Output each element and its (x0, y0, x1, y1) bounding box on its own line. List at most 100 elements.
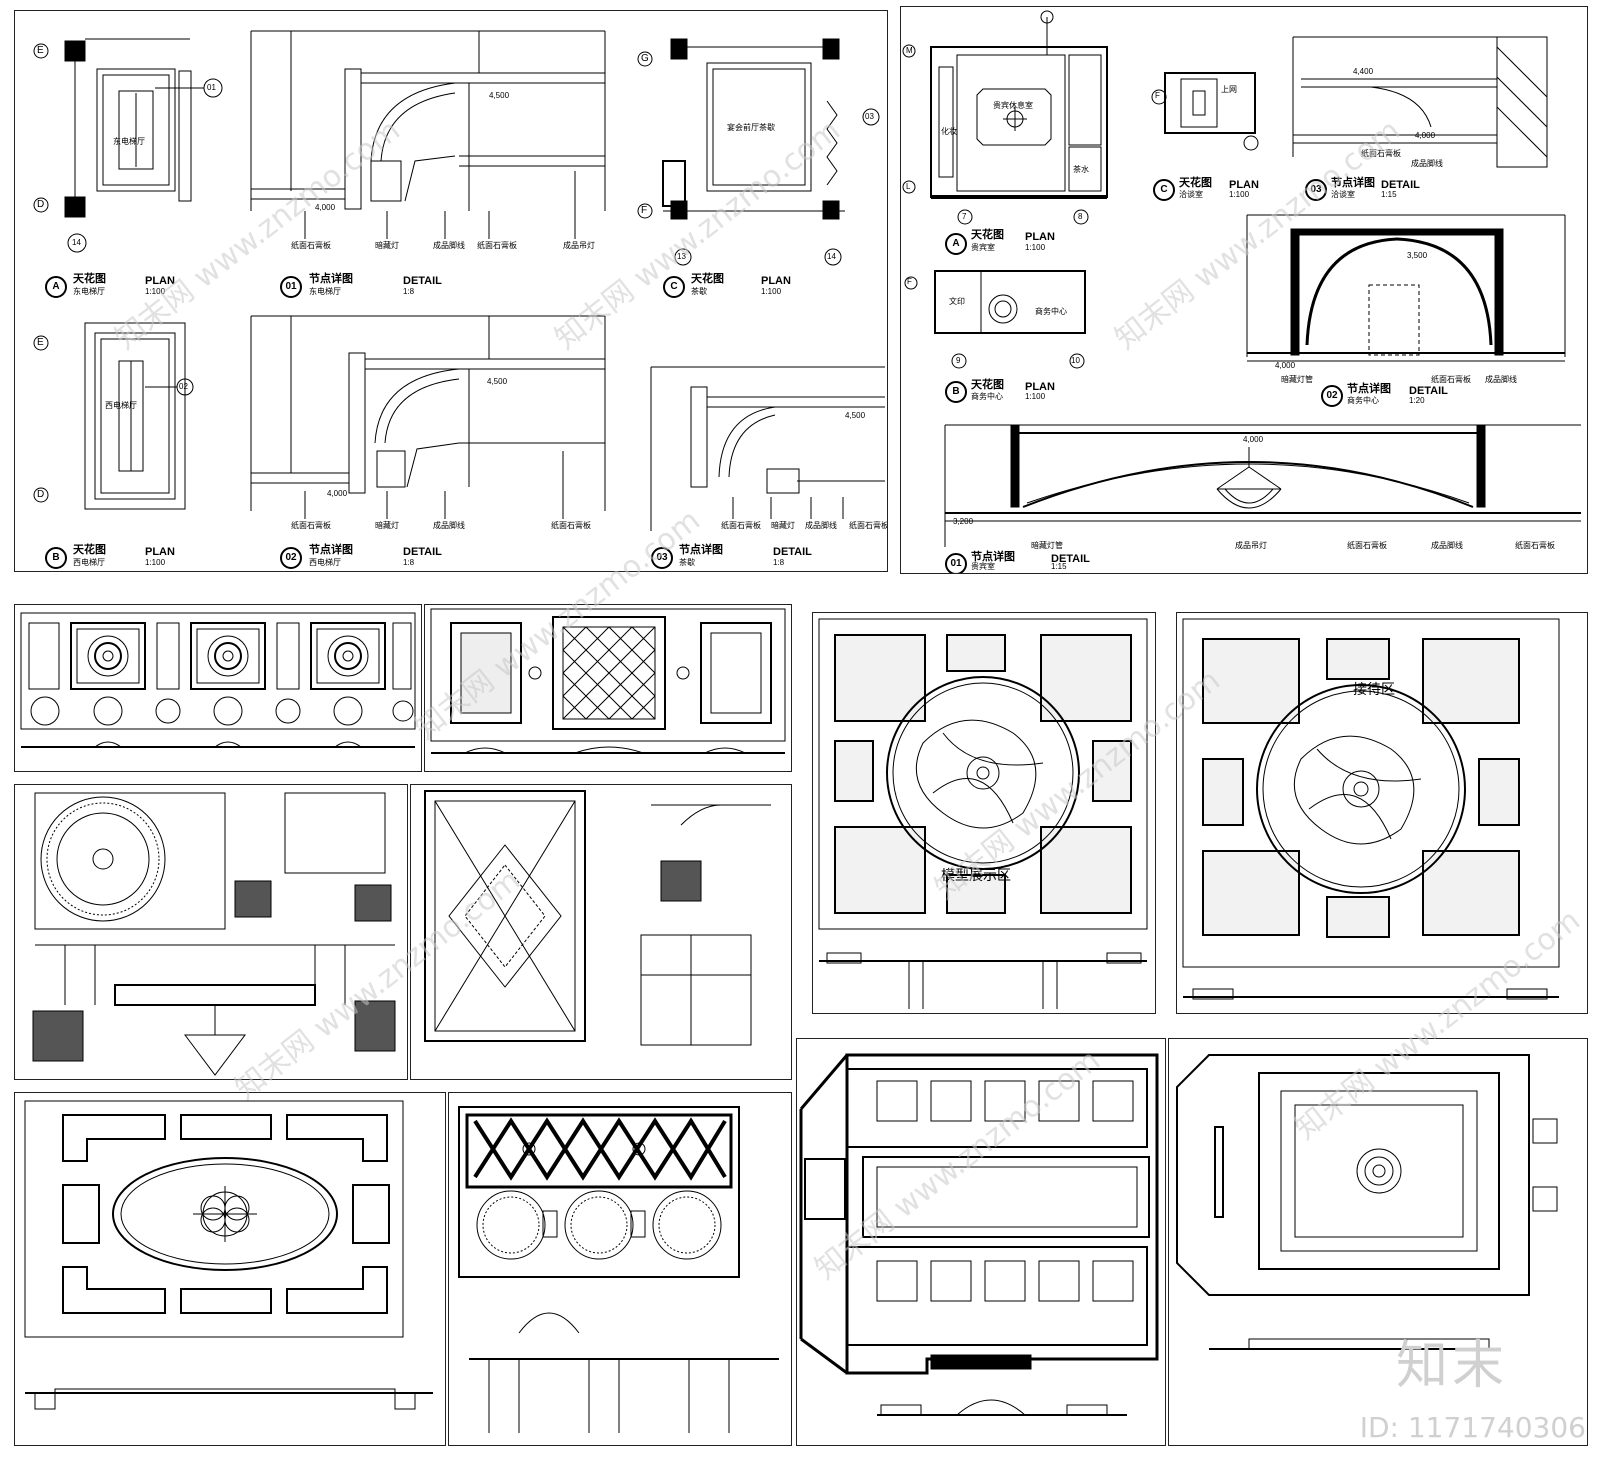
detail-03-title: 节点详图 (679, 544, 723, 556)
s2-plan-a-badge: A (945, 233, 967, 255)
drawing-corridor-ceiling (796, 1038, 1166, 1446)
makeup-room-label: 化妆 (941, 127, 957, 136)
s2-plan-b-title: 天花图 (971, 379, 1004, 391)
s2-plan-a-scale: 1:100 (1025, 243, 1046, 252)
toilet-label: 上网 (1221, 85, 1237, 94)
s2-plan-c-en: PLAN (1229, 179, 1259, 191)
d01-level-4500: 4,500 (489, 91, 510, 100)
s2-d01-note-board-2: 纸面石膏板 (1515, 541, 1555, 550)
medallion-strip-linework (20, 612, 416, 748)
d02-level-4000: 4,000 (327, 489, 348, 498)
sheet1-linework (33, 30, 885, 531)
s2-grid-9: 9 (956, 356, 961, 365)
s2-plan-b-badge: B (945, 381, 967, 403)
drawing-reception-area: 接待区 (1176, 612, 1588, 1014)
s2-d01-note-board: 纸面石膏板 (1347, 541, 1387, 550)
s2-plan-c-scale: 1:100 (1229, 190, 1250, 199)
s2-d03-level-4400: 4,400 (1353, 67, 1374, 76)
detail-01-sub: 东电梯厅 (309, 287, 341, 296)
d02-level-4500: 4,500 (487, 377, 508, 386)
drawing-hall-ceiling (1168, 1038, 1588, 1446)
s2-d02-note-line: 成品脚线 (1485, 375, 1517, 384)
drawing-diamond-ceiling (448, 1092, 792, 1446)
room-label-east: 东电梯厅 (113, 137, 145, 146)
s2-detail-03-sub: 洽谈室 (1331, 190, 1355, 199)
plan-b-scale: 1:100 (145, 558, 166, 567)
detail-03-badge: 03 (651, 547, 673, 569)
grid-8: 8 (1078, 212, 1083, 221)
print-room-label: 文印 (949, 297, 965, 306)
oval-ceiling-linework (24, 1100, 433, 1410)
model-display-label: 模型展示区 (941, 867, 1011, 883)
drawing-sheet-elevator-halls: E D 14 01 东电梯厅 A 天花图 PLAN 东电梯厅 1:100 E D… (14, 10, 888, 572)
model-display-linework (818, 618, 1148, 1009)
s2-plan-a-sub: 贵宾室 (971, 243, 995, 252)
detail-03-scale: 1:8 (773, 558, 785, 567)
grid-d: D (37, 199, 45, 210)
grid-13: 13 (677, 252, 686, 261)
d01-note-line: 成品脚线 (433, 241, 465, 250)
d03-note-board-2: 纸面石膏板 (849, 521, 888, 530)
grid-14-c: 14 (827, 252, 836, 261)
s2-plan-b-sub: 商务中心 (971, 392, 1003, 401)
s2-plan-b-scale: 1:100 (1025, 392, 1046, 401)
sheet2-linework (902, 10, 1581, 547)
s2-d03-note-board: 纸面石膏板 (1361, 149, 1401, 158)
plan-a-title: 天花图 (73, 273, 106, 285)
s2-d01-level-4000: 4,000 (1243, 435, 1264, 444)
grid-g: G (641, 53, 649, 64)
tag-02: 02 (179, 382, 188, 391)
d01-note-board-2: 纸面石膏板 (477, 241, 517, 250)
s2-detail-02-badge: 02 (1321, 385, 1343, 407)
s2-d01-level-3200: 3,200 (953, 517, 974, 526)
grid-l: L (906, 182, 911, 191)
drawing-model-display-area: 模型展示区 (812, 612, 1156, 1014)
business-center-label: 商务中心 (1035, 307, 1067, 316)
s2-detail-03-title: 节点详图 (1331, 177, 1375, 189)
water-room-label: 茶水 (1073, 165, 1089, 174)
plan-b-title: 天花图 (73, 544, 106, 556)
d03-note-board: 纸面石膏板 (721, 521, 761, 530)
s2-detail-03-badge: 03 (1305, 179, 1327, 201)
detail-02-sub: 西电梯厅 (309, 558, 341, 567)
detail-01-en: DETAIL (403, 275, 442, 287)
s2-d01-note-line: 成品脚线 (1431, 541, 1463, 550)
dome-section-linework (32, 792, 396, 1076)
plan-a-sub: 东电梯厅 (73, 287, 105, 296)
s2-d02-level-3500: 3,500 (1407, 251, 1428, 260)
lattice-linework (424, 790, 771, 1046)
reception-linework (1182, 618, 1560, 1000)
s2-d03-note-line: 成品脚线 (1411, 159, 1443, 168)
s2-detail-01-en: DETAIL (1051, 553, 1090, 565)
drawing-ceiling-medallion-strip (14, 604, 422, 772)
d02-note-board: 纸面石膏板 (291, 521, 331, 530)
s2-detail-01-title: 节点详图 (971, 551, 1015, 563)
tag-03: 03 (865, 112, 874, 121)
d03-note-line: 成品脚线 (805, 521, 837, 530)
d02-note-board-2: 纸面石膏板 (551, 521, 591, 530)
s2-d01-note-lamp: 成品吊灯 (1235, 541, 1267, 550)
s2-grid-10: 10 (1071, 356, 1080, 365)
detail-01-badge: 01 (280, 276, 302, 298)
image-id: ID: 1171740306 (1359, 1411, 1586, 1444)
s2-detail-02-sub: 商务中心 (1347, 396, 1379, 405)
s2-detail-03-scale: 1:15 (1381, 190, 1397, 199)
s2-d02-note-light: 暗藏灯管 (1281, 375, 1313, 384)
room-label-tea: 宴会前厅茶歇 (727, 123, 775, 132)
s2-plan-b-en: PLAN (1025, 381, 1055, 393)
diamond-ceiling-linework (458, 1106, 779, 1433)
detail-02-en: DETAIL (403, 546, 442, 558)
s2-plan-a-title: 天花图 (971, 229, 1004, 241)
detail-01-scale: 1:8 (403, 287, 415, 296)
d02-note-line: 成品脚线 (433, 521, 465, 530)
d01-note-board: 纸面石膏板 (291, 241, 331, 250)
drawing-round-dome-section (14, 784, 408, 1080)
s2-d02-level-4000: 4,000 (1275, 361, 1296, 370)
d01-note-lamp: 成品吊灯 (563, 241, 595, 250)
grid-f: F (641, 205, 648, 216)
grid-m: M (906, 46, 913, 55)
detail-02-title: 节点详图 (309, 544, 353, 556)
s2-detail-02-title: 节点详图 (1347, 383, 1391, 395)
coffered-panels-linework (430, 608, 786, 754)
drawing-coffered-panels (424, 604, 792, 772)
